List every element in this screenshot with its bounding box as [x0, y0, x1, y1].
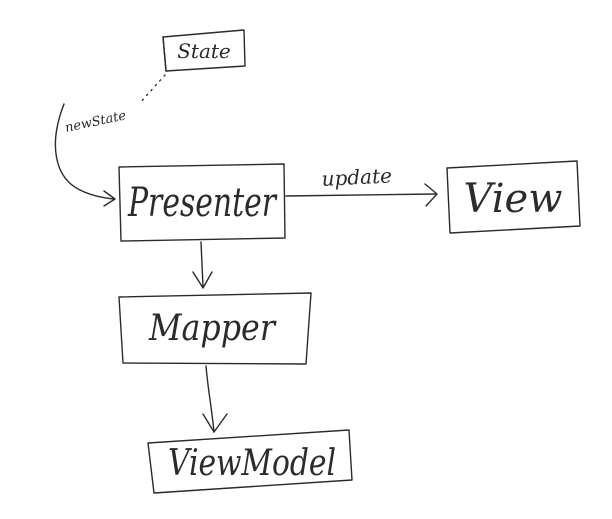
new-state-arrow — [54, 103, 116, 207]
view-node: View — [446, 160, 581, 234]
new-state-label: newState — [64, 108, 128, 136]
viewmodel-label: ViewModel — [168, 443, 336, 484]
state-dotted-link — [138, 74, 166, 105]
presenter-label: Presenter — [127, 180, 278, 226]
view-box — [446, 160, 581, 234]
mapper-to-viewmodel-arrow — [202, 365, 228, 433]
presenter-node: Presenter — [118, 163, 286, 242]
viewmodel-node: ViewModel — [147, 429, 353, 494]
update-arrow — [285, 183, 438, 207]
presenter-box — [118, 163, 286, 242]
viewmodel-box — [147, 429, 353, 494]
mapper-label: Mapper — [148, 308, 276, 349]
update-label: update — [321, 163, 392, 191]
presenter-to-mapper-arrow — [192, 241, 213, 289]
mapper-node: Mapper — [118, 292, 312, 365]
mapper-box — [118, 292, 312, 365]
state-label: State — [177, 39, 231, 63]
view-label: View — [464, 176, 563, 222]
state-node: State — [162, 29, 246, 72]
